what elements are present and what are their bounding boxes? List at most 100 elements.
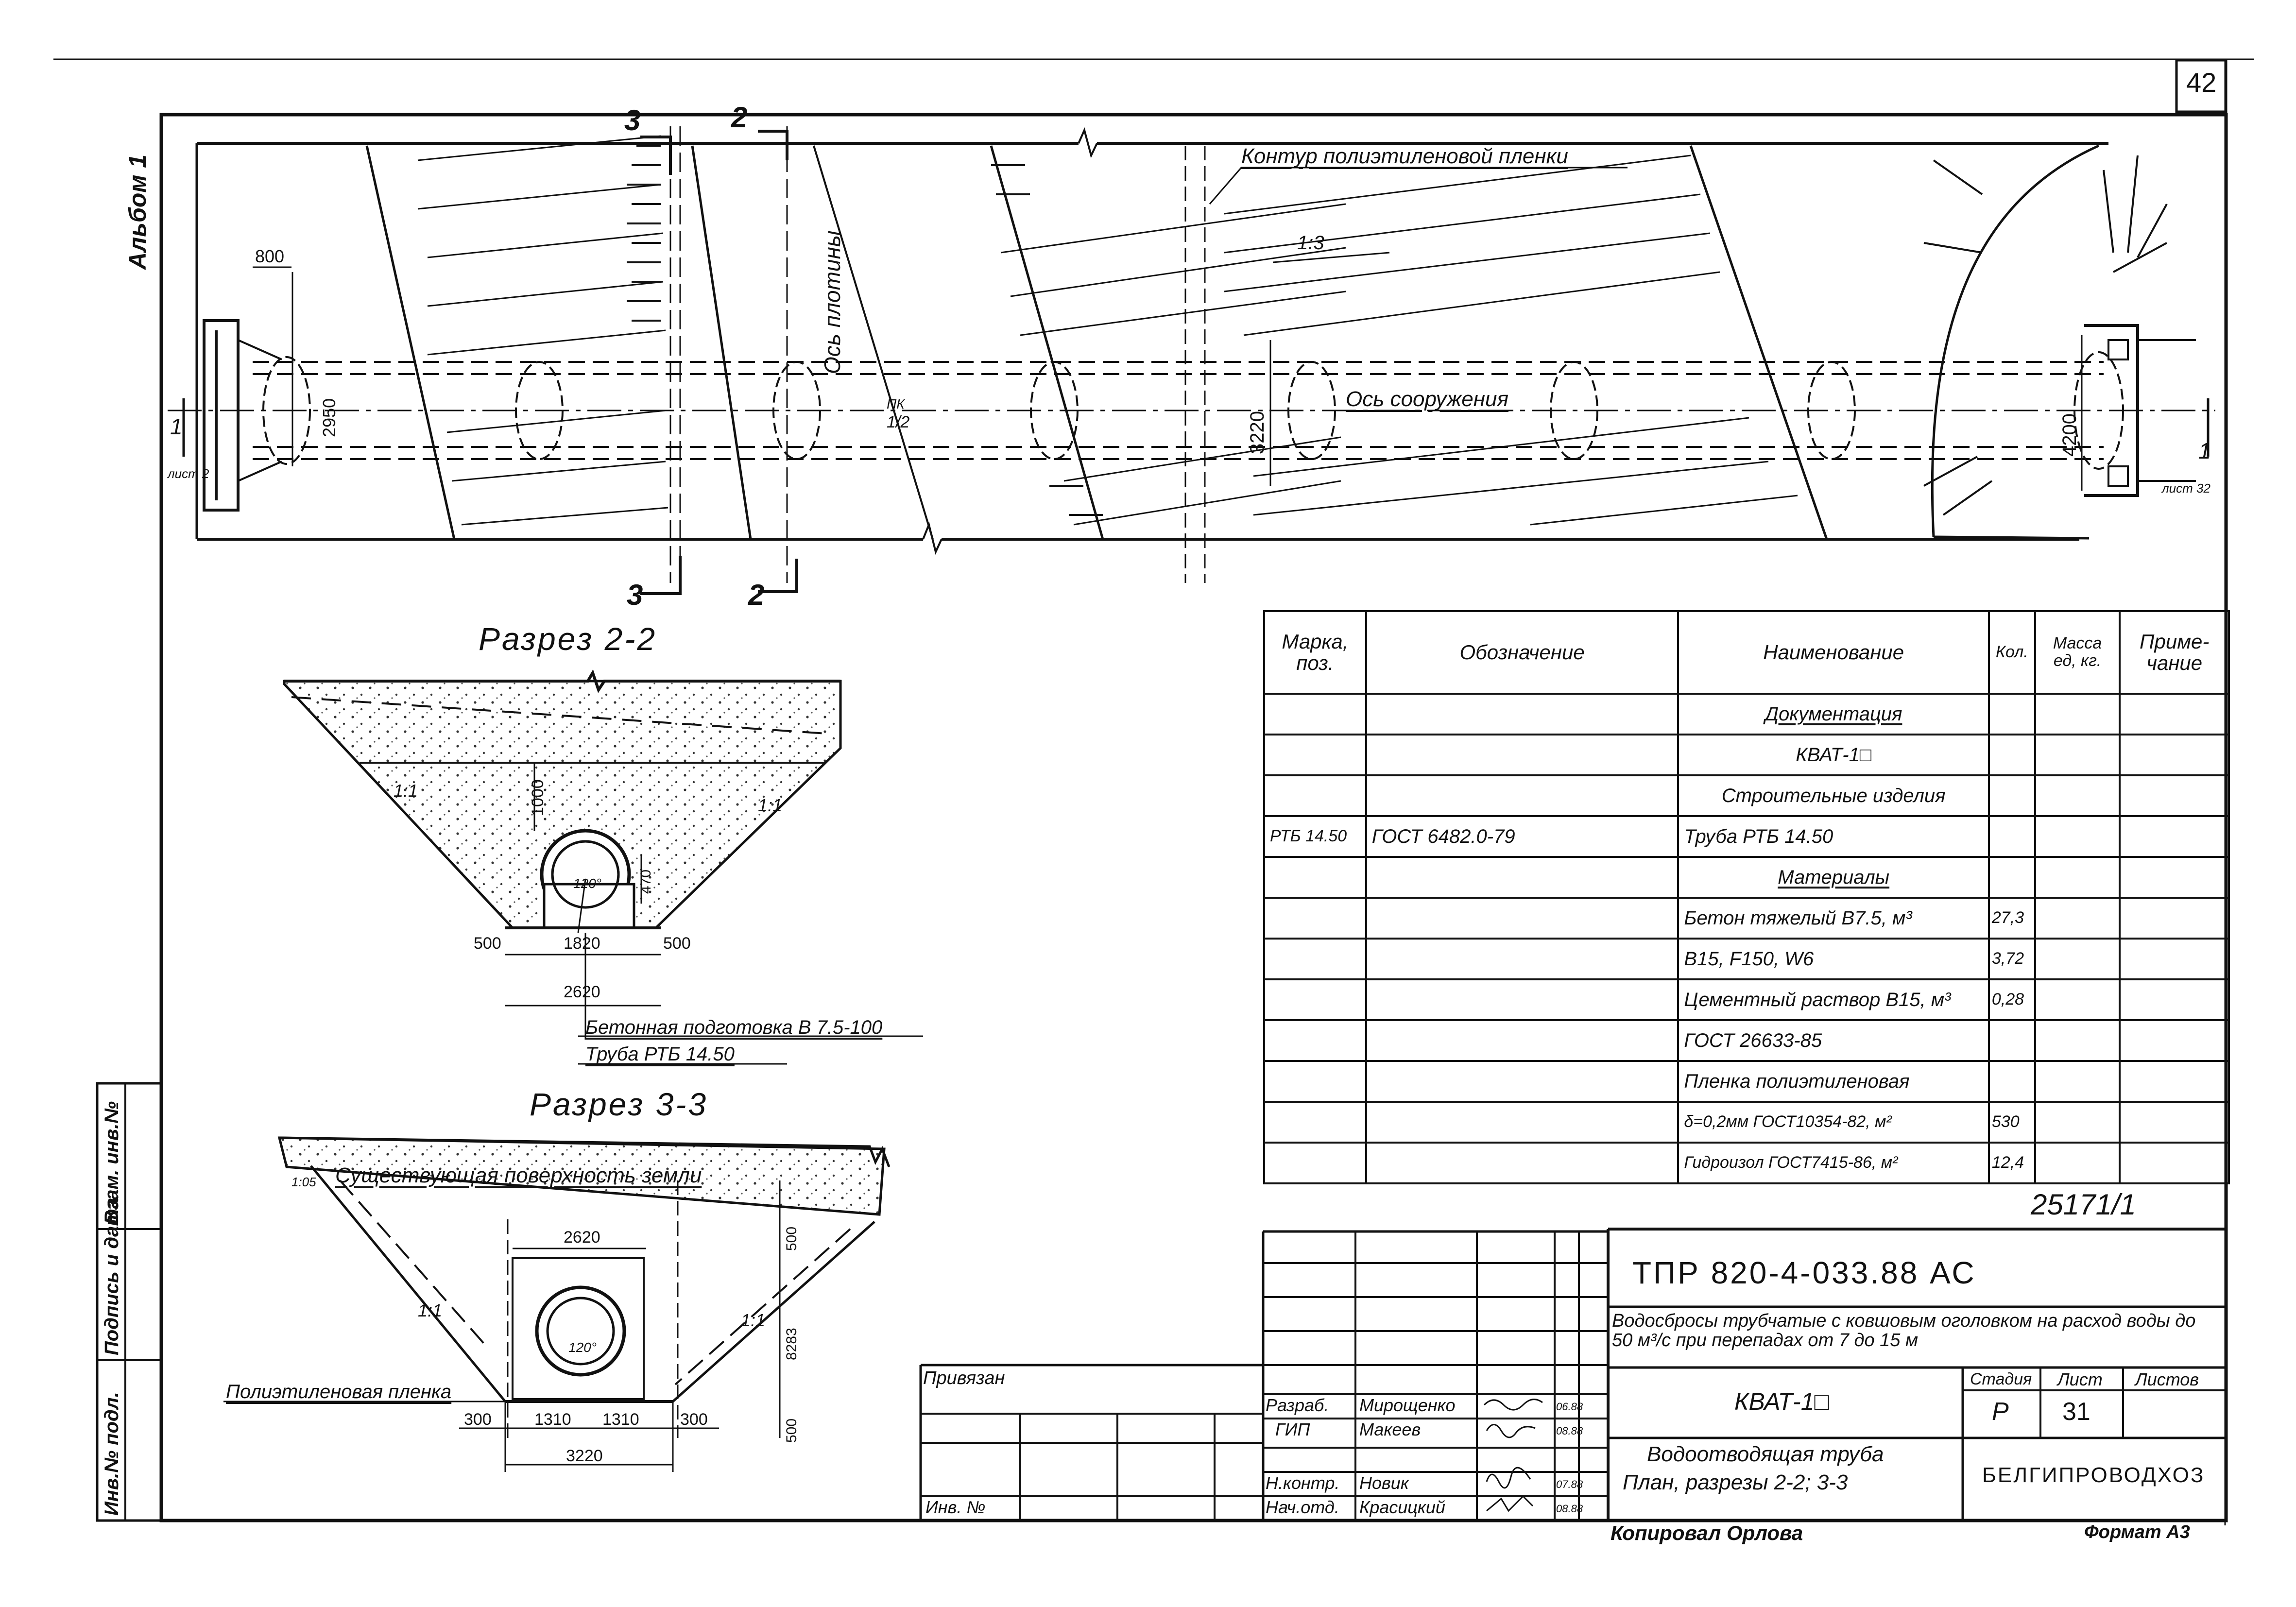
cell-mark <box>1263 938 1367 980</box>
dim-1000: 1000 <box>529 779 547 816</box>
cell-name: Гидроизол ГОСТ7415-86, м² <box>1677 1142 1990 1184</box>
section-2-2-slope-right: 1:1 <box>758 795 783 815</box>
cell-designation <box>1365 734 1679 776</box>
cell-mark <box>1263 774 1367 817</box>
cell-mass <box>2034 1060 2121 1103</box>
cell-mass <box>2034 1019 2121 1062</box>
paper-format: Формат А3 <box>2084 1522 2190 1542</box>
cell-mark <box>1263 1101 1367 1144</box>
title-block-frame <box>919 1228 2226 1521</box>
plan-section-mark-2-bottom: 2 <box>748 579 765 611</box>
dim-300-left: 300 <box>464 1410 492 1429</box>
cell-designation: ГОСТ 6482.0-79 <box>1365 815 1679 858</box>
cell-designation <box>1365 1060 1679 1103</box>
dim-1310-left: 1310 <box>534 1410 571 1429</box>
dim-2620: 2620 <box>564 983 600 1001</box>
cell-mass <box>2034 693 2121 735</box>
table-row: КВАТ-1□ <box>1263 734 2230 776</box>
sheet-value: 31 <box>2062 1398 2090 1426</box>
ground-surface-label: Существующая поверхность земли <box>335 1163 702 1187</box>
section-2-2-title: Разрез 2-2 <box>479 621 657 657</box>
razrab-name: Мирощенко <box>1359 1395 1456 1415</box>
cell-designation <box>1365 938 1679 980</box>
table-row: Строительные изделия <box>1263 774 2230 817</box>
document-code: ТПР 820-4-033.88 АС <box>1632 1255 1976 1290</box>
cell-note <box>2119 693 2230 735</box>
cell-qty: 27,3 <box>1988 897 2036 940</box>
cell-note <box>2119 938 2230 980</box>
plan-section-mark-2-top: 2 <box>731 101 748 134</box>
date-nachotd: 08.88 <box>1556 1503 1583 1515</box>
cell-mass <box>2034 1101 2121 1144</box>
section-3-3-view <box>223 1136 891 1472</box>
cell-mass <box>2034 938 2121 980</box>
cell-mark <box>1263 978 1367 1021</box>
cell-name: Цементный раствор В15, м³ <box>1677 978 1990 1021</box>
cell-mark <box>1263 1142 1367 1184</box>
cell-mass <box>2034 978 2121 1021</box>
left-sheet-ref: лист 2 <box>168 466 209 481</box>
header-qty: Кол. <box>1988 610 2036 695</box>
cell-mark <box>1263 734 1367 776</box>
dim-470: 470 <box>638 869 654 894</box>
dim-2950: 2950 <box>319 398 339 437</box>
section-2-2-slope-left: 1:1 <box>394 781 418 801</box>
cell-note <box>2119 774 2230 817</box>
dim-3220: 3220 <box>1247 411 1268 454</box>
table-header-row: Марка, поз. Обозначение Наименование Кол… <box>1263 610 2230 695</box>
plan-section-mark-3-top: 3 <box>624 104 641 137</box>
slope-label: 1:3 <box>1297 232 1324 254</box>
cell-name: Бетон тяжелый В7.5, м³ <box>1677 897 1990 940</box>
cell-qty: 0,28 <box>1988 978 2036 1021</box>
cell-note <box>2119 978 2230 1021</box>
doc-reference: 25171/1 <box>2031 1188 2136 1221</box>
cell-qty <box>1988 815 2036 858</box>
cell-name: Труба РТБ 14.50 <box>1677 815 1990 858</box>
date-gip: 08.88 <box>1556 1425 1583 1437</box>
section-3-3-slope-right: 1:1 <box>741 1310 766 1330</box>
dim-500-right: 500 <box>663 934 691 953</box>
pk-number: 1/2 <box>887 413 910 431</box>
organization: БЕЛГИПРОВОДХОЗ <box>1982 1463 2205 1487</box>
header-mark: Марка, поз. <box>1263 610 1367 695</box>
cell-note <box>2119 856 2230 899</box>
cell-note <box>2119 1060 2230 1103</box>
subtitle-line-1: Водоотводящая труба <box>1647 1442 1884 1466</box>
sheet-number: 42 <box>2186 67 2217 98</box>
cell-name: В15, F150, W6 <box>1677 938 1990 980</box>
section-3-3-slope-top: 1:05 <box>291 1175 316 1189</box>
dim-500-left: 500 <box>474 934 501 953</box>
gip-name: Макеев <box>1359 1419 1421 1439</box>
section-3-3-angle: 120° <box>568 1340 597 1355</box>
table-row: Документация <box>1263 693 2230 735</box>
dim-300-right: 300 <box>680 1410 708 1429</box>
cell-name: КВАТ-1□ <box>1677 734 1990 776</box>
dim-3220-bottom: 3220 <box>566 1447 603 1465</box>
dim-4200: 4200 <box>2059 413 2080 457</box>
cell-name: Строительные изделия <box>1677 774 1990 817</box>
right-sheet-ref: лист 32 <box>2162 481 2210 496</box>
cell-mass <box>2034 1142 2121 1184</box>
cell-note <box>2119 897 2230 940</box>
cell-note <box>2119 734 2230 776</box>
header-note: Приме-чание <box>2119 610 2230 695</box>
cell-qty: 530 <box>1988 1101 2036 1144</box>
table-row: ГОСТ 26633-85 <box>1263 1019 2230 1062</box>
section-3-3-title: Разрез 3-3 <box>530 1086 708 1122</box>
structure-axis-label: Ось сооружения <box>1346 387 1508 411</box>
dim-500-bottom: 500 <box>784 1418 800 1443</box>
cell-mass <box>2034 856 2121 899</box>
dim-8283: 8283 <box>784 1328 800 1360</box>
specification-table: Марка, поз. Обозначение Наименование Кол… <box>1263 610 2230 1184</box>
nachotd-name: Красицкий <box>1359 1497 1445 1517</box>
cell-designation <box>1365 1019 1679 1062</box>
stamp-vzam: Взам. инв.№ <box>101 1101 122 1224</box>
cell-mass <box>2034 897 2121 940</box>
cell-qty <box>1988 774 2036 817</box>
cell-designation <box>1365 1101 1679 1144</box>
